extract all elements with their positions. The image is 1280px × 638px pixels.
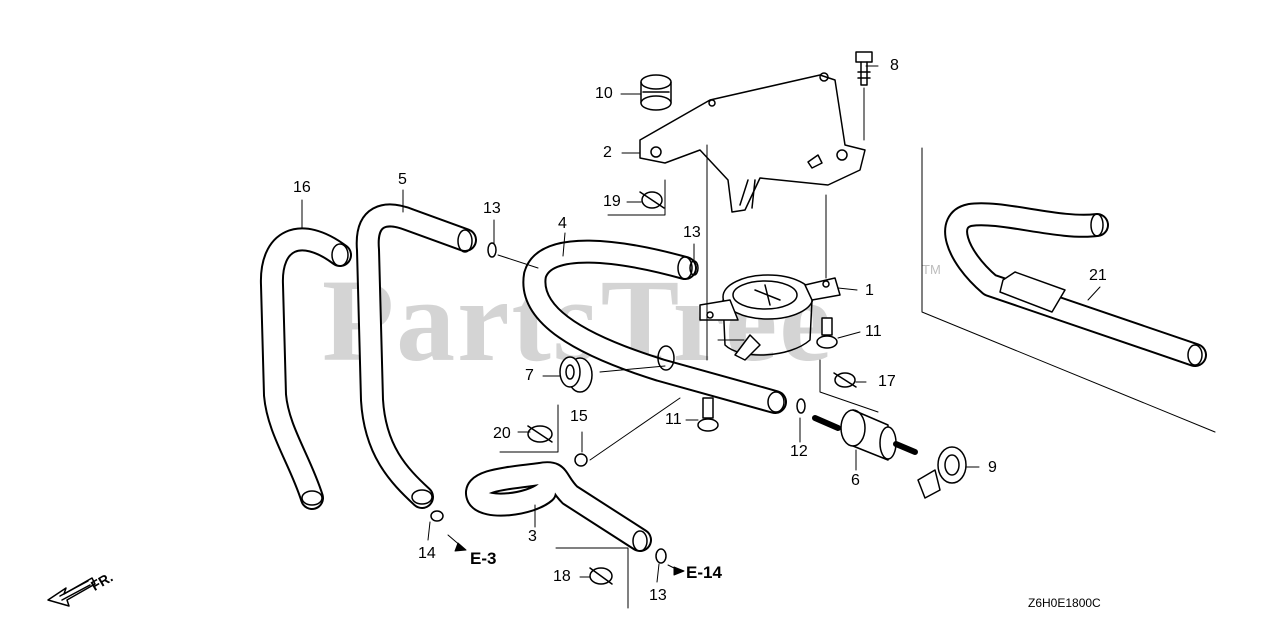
- callout-1: 1: [865, 282, 874, 299]
- clip-13-left: [487, 242, 497, 258]
- callout-13-left: 13: [483, 200, 501, 217]
- clamp-17: [833, 372, 857, 388]
- watermark-trademark: TM: [922, 262, 941, 277]
- bolt-8: [855, 51, 873, 141]
- clip-9: [917, 446, 967, 499]
- callout-6: 6: [851, 472, 860, 489]
- clamp-19: [639, 191, 665, 209]
- callout-8: 8: [890, 57, 899, 74]
- hose-3: [465, 461, 652, 552]
- callout-17: 17: [878, 373, 896, 390]
- callout-16: 16: [293, 179, 311, 196]
- leader-lines: [301, 65, 1216, 609]
- callout-18: 18: [553, 568, 571, 585]
- arrow-e3: [454, 542, 467, 552]
- diagram-code: Z6H0E1800C: [1028, 596, 1101, 610]
- callout-4: 4: [558, 215, 567, 232]
- callout-13-bottom: 13: [649, 587, 667, 604]
- bracket-2: [639, 72, 866, 213]
- fuel-strainer-1: [699, 274, 841, 361]
- callout-11-upper: 11: [865, 323, 882, 340]
- clamp-18: [589, 567, 613, 585]
- callout-19: 19: [603, 193, 621, 210]
- callout-10: 10: [595, 85, 613, 102]
- front-arrow-icon: [47, 577, 96, 607]
- callout-7: 7: [525, 367, 534, 384]
- callout-12: 12: [790, 443, 808, 460]
- hose-5: [355, 203, 477, 509]
- clip-14: [430, 510, 444, 522]
- grommet-10: [640, 74, 672, 111]
- callout-14: 14: [418, 545, 436, 562]
- bolt-11-lower: [697, 397, 719, 432]
- hose-21: [944, 202, 1207, 367]
- clip-12: [796, 398, 806, 414]
- callout-13-center: 13: [683, 224, 701, 241]
- callout-15: 15: [570, 408, 588, 425]
- reference-e14-link[interactable]: E-14: [686, 563, 722, 582]
- callout-11-lower: 11: [665, 411, 682, 428]
- callout-5: 5: [398, 171, 407, 188]
- callout-3: 3: [528, 528, 537, 545]
- callout-21: 21: [1089, 267, 1107, 284]
- hose-16: [259, 227, 352, 510]
- clip-15: [574, 453, 588, 467]
- fuel-filter-6: [812, 409, 918, 461]
- callout-9: 9: [988, 459, 997, 476]
- reference-e3-link[interactable]: E-3: [470, 549, 497, 568]
- bolt-11-upper: [816, 317, 838, 349]
- arrow-e14: [673, 566, 685, 576]
- clamp-20: [527, 425, 553, 443]
- callout-2: 2: [603, 144, 612, 161]
- grommet-7: [559, 356, 593, 393]
- callout-20: 20: [493, 425, 511, 442]
- clip-13-bottom: [655, 548, 667, 564]
- hose-4: [522, 239, 787, 414]
